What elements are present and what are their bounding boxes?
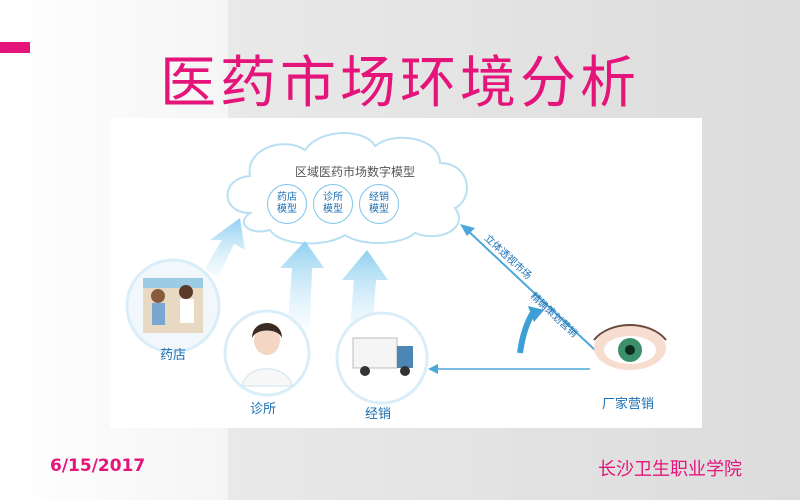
manufacturer-to-cloud-line xyxy=(464,227,596,351)
curved-up-arrowhead xyxy=(528,306,544,322)
distribution-label: 经销 xyxy=(365,407,392,422)
manufacturer-to-cloud-arrowhead xyxy=(460,224,475,236)
pharmacy-up-arrow xyxy=(205,218,245,278)
cloud-title: 区域医药市场数字模型 xyxy=(294,165,415,179)
clinic-up-arrow xyxy=(280,241,324,328)
clinic-model-bubble: 诊所 模型 xyxy=(313,184,353,224)
cloud-shape xyxy=(226,132,468,245)
footer-organization: 长沙卫生职业学院 xyxy=(598,459,742,480)
manufacturer-label: 厂家营销 xyxy=(602,397,655,412)
clinic-illustration xyxy=(223,309,311,397)
curved-up-arrow xyxy=(517,309,537,354)
market-diagram: 区域医药市场数字模型 药店 模型 诊所 模型 经销 模型 药店 诊所 经销 厂家… xyxy=(110,118,702,428)
distribution-illustration xyxy=(335,311,429,405)
slide-title: 医药市场环境分析 xyxy=(160,51,640,116)
distribution-model-label: 经销 模型 xyxy=(369,192,389,215)
footer-date: 6/15/2017 xyxy=(50,456,146,476)
distribution-up-arrow xyxy=(342,250,388,333)
manufacturer-eye-illustration xyxy=(593,324,667,370)
manufacturer-to-distribution-arrowhead xyxy=(428,364,438,374)
pharmacy-illustration xyxy=(125,258,221,354)
diagram-graphics xyxy=(125,132,667,405)
pharmacy-model-bubble: 药店 模型 xyxy=(267,184,307,224)
clinic-model-label: 诊所 模型 xyxy=(323,192,343,215)
distribution-model-bubble: 经销 模型 xyxy=(359,184,399,224)
accent-bar xyxy=(0,42,30,53)
pharmacy-model-label: 药店 模型 xyxy=(277,192,297,215)
pharmacy-label: 药店 xyxy=(160,348,187,363)
clinic-label: 诊所 xyxy=(250,402,277,417)
